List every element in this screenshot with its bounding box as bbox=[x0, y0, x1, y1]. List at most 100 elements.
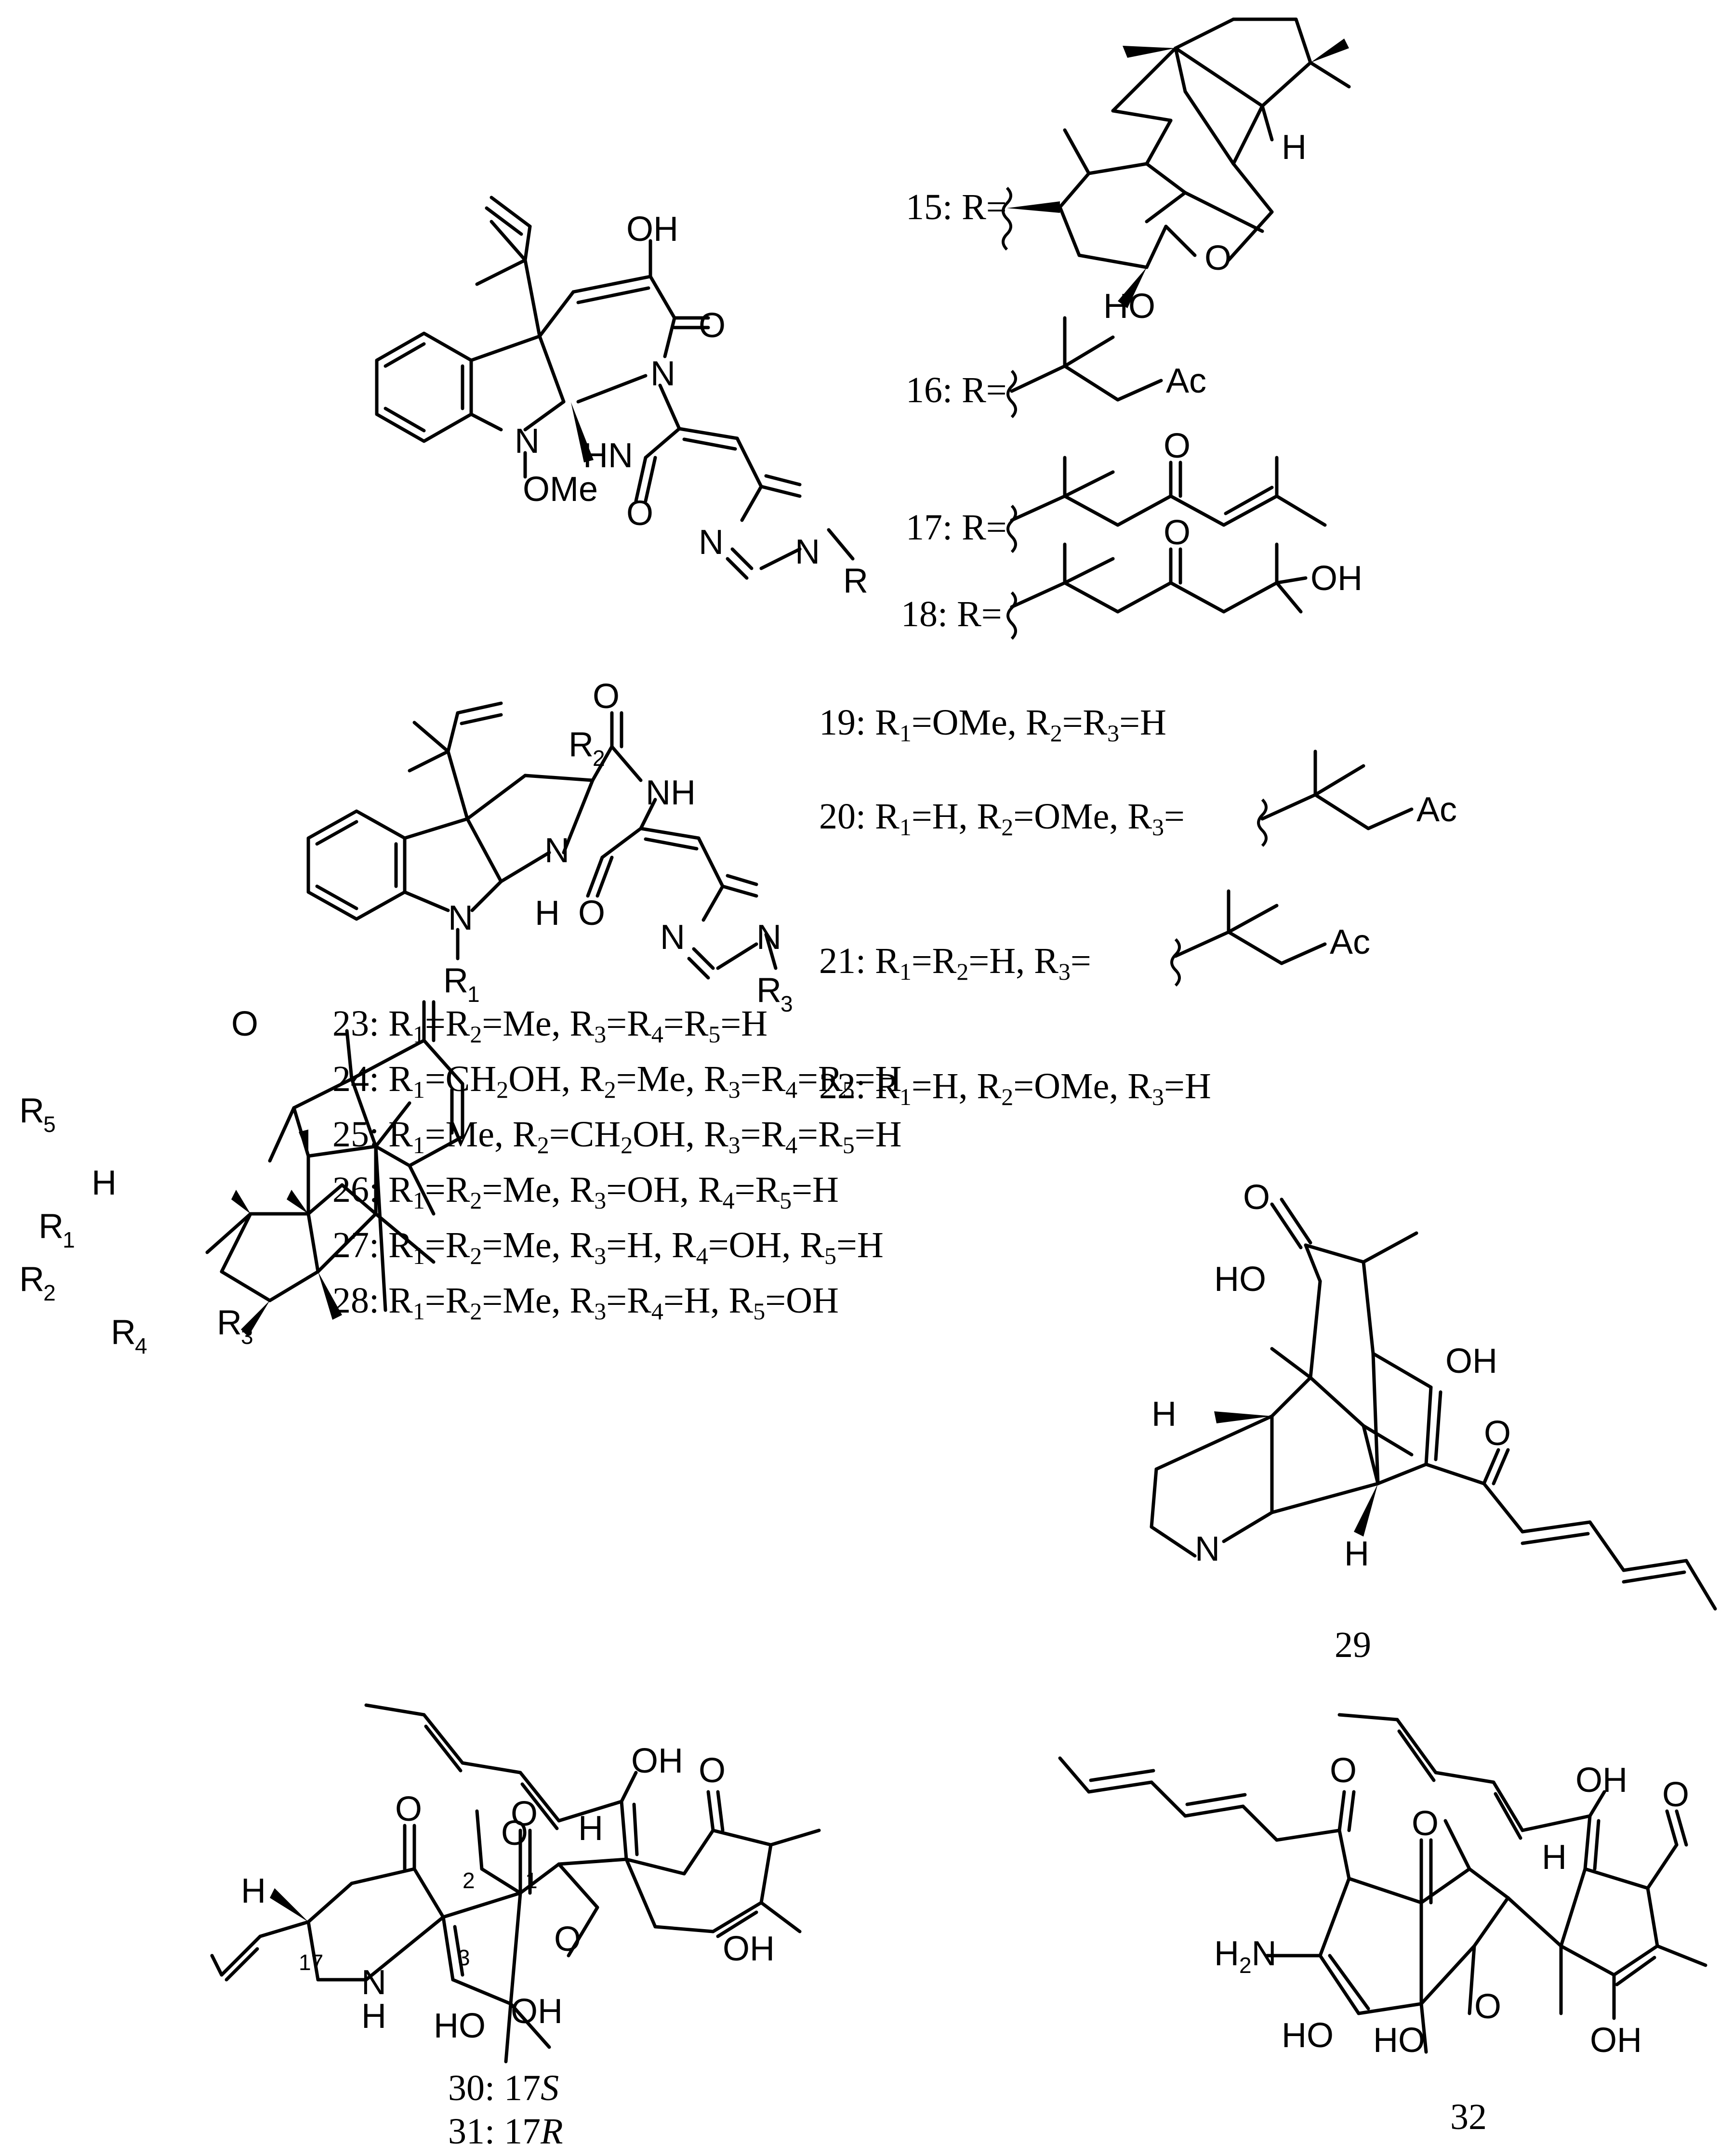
atom-17-o: O bbox=[1164, 427, 1191, 465]
atom-30-o2: O bbox=[395, 1790, 422, 1828]
atom-29-h1: H bbox=[1151, 1395, 1177, 1433]
atom-n2-19: N bbox=[448, 899, 473, 937]
atom-r2: R bbox=[569, 725, 594, 764]
atom-32-ho2: HO bbox=[1373, 2021, 1425, 2060]
compound-23-28-core: O R 5 H R 1 R 2 R 4 R 3 bbox=[19, 1000, 464, 1358]
atom-23-r1-sub: 1 bbox=[63, 1227, 75, 1252]
atom-32-o1: O bbox=[1662, 1775, 1689, 1814]
atom-30-oh2: OH bbox=[723, 1930, 775, 1968]
atom-29-o1: O bbox=[1243, 1178, 1270, 1217]
atom-32-h: H bbox=[1542, 1838, 1567, 1877]
atom-30-o4: O bbox=[501, 1814, 528, 1853]
atom-r1-sub: 1 bbox=[467, 982, 480, 1007]
atom-n-im1: N bbox=[699, 523, 724, 562]
atom-23-r1: R bbox=[39, 1207, 64, 1246]
label-18: 18: R= bbox=[901, 594, 1002, 634]
atom-r1-19: R bbox=[443, 961, 468, 1000]
atom-32-o3: O bbox=[1412, 1804, 1439, 1843]
atom-30-ho: HO bbox=[434, 2007, 486, 2045]
compound-30-31: OH O O O H H N H O OH HO OH O 2 1 3 17 3… bbox=[210, 1703, 821, 2152]
atom-32-ho1: HO bbox=[1282, 2016, 1334, 2055]
atom-r: R bbox=[843, 562, 868, 600]
atom-30-c2: 2 bbox=[463, 1868, 475, 1893]
atom-32-o4: O bbox=[1474, 1987, 1501, 2026]
label-15: 15: R= bbox=[906, 187, 1007, 227]
atom-30-oh3: OH bbox=[511, 1992, 563, 2031]
caption-26: 26: R1=R2=Me, R3=OH, R4=R5=H bbox=[332, 1170, 839, 1214]
atom-n1: N bbox=[650, 355, 675, 393]
atom-23-r5: R bbox=[19, 1091, 44, 1130]
label-17: 17: R= bbox=[906, 507, 1007, 548]
atom-30-c1: 1 bbox=[525, 1868, 538, 1893]
compound-29: O HO OH H O N H 29 bbox=[1150, 1178, 1717, 1665]
atom-n1-19: N bbox=[544, 831, 569, 870]
atom-30-n: N bbox=[361, 1963, 386, 2002]
atom-30-h1: H bbox=[578, 1809, 603, 1848]
atom-32-oh2: OH bbox=[1590, 2021, 1642, 2060]
compound-15-18-core: OH O N N OMe HN O N N R bbox=[375, 196, 868, 600]
atom-r3-sub: 3 bbox=[781, 991, 793, 1016]
label-29: 29 bbox=[1335, 1625, 1371, 1665]
atom-23-r3-sub: 3 bbox=[241, 1324, 253, 1349]
atom-r2-sub: 2 bbox=[593, 746, 605, 771]
caption-22: 22: R1=H, R2=OMe, R3=H bbox=[819, 1066, 1211, 1110]
label-31: 31: 17R bbox=[448, 2111, 563, 2152]
compound-32: OH O O O H H2N HO HO O OH 32 bbox=[1058, 1713, 1707, 2137]
label-30: 30: 17S bbox=[448, 2068, 559, 2108]
caption-20: 20: R1=H, R2=OMe, R3= bbox=[819, 796, 1185, 841]
atom-29-n: N bbox=[1195, 1530, 1220, 1568]
atom-n-im1-19: N bbox=[660, 918, 685, 957]
atom-o1-19: O bbox=[593, 677, 620, 716]
atom-23-r4-sub: 4 bbox=[135, 1333, 147, 1358]
series-15-18-substituents: 15: R= 16: R= 17: R= 18: R= bbox=[901, 17, 1363, 640]
atom-n-im2: N bbox=[795, 533, 820, 571]
atom-23-o: O bbox=[231, 1005, 258, 1043]
atom-23-r2-sub: 2 bbox=[43, 1280, 56, 1305]
atom-o2: O bbox=[626, 494, 653, 533]
atom-30-oh1: OH bbox=[631, 1742, 683, 1780]
caption-25: 25: R1=Me, R2=CH2OH, R3=R4=R5=H bbox=[332, 1114, 901, 1158]
atom-nh-19: NH bbox=[646, 774, 696, 812]
atom-oh: OH bbox=[626, 210, 678, 249]
atom-29-o2: O bbox=[1484, 1414, 1511, 1453]
caption-28: 28: R1=R2=Me, R3=R4=H, R5=OH bbox=[332, 1280, 839, 1325]
compound-19-22-core: R 2 O NH N N H O R 1 N N R 3 bbox=[306, 677, 793, 1016]
atom-15-ho: HO bbox=[1103, 287, 1155, 326]
atom-n-im2-19: N bbox=[756, 918, 781, 957]
atom-r3-19: R bbox=[756, 971, 781, 1010]
atom-30-o3: O bbox=[511, 1795, 538, 1833]
caption-21: 21: R1=R2=H, R3= bbox=[819, 941, 1091, 985]
atom-32-o2: O bbox=[1330, 1751, 1357, 1790]
atom-15-o: O bbox=[1204, 239, 1231, 277]
label-32: 32 bbox=[1450, 2097, 1487, 2137]
label-16: 16: R= bbox=[906, 370, 1007, 410]
atom-29-h2: H bbox=[1344, 1535, 1369, 1573]
atom-15-h: H bbox=[1282, 128, 1307, 167]
atom-30-c17: 17 bbox=[299, 1950, 323, 1975]
atom-20-ac: Ac bbox=[1416, 790, 1457, 829]
atom-o2-19: O bbox=[578, 894, 605, 933]
atom-30-c3: 3 bbox=[458, 1945, 470, 1970]
atom-ome: OMe bbox=[523, 470, 598, 509]
atom-h-19: H bbox=[535, 894, 560, 933]
series-23-28-captions: 23: R1=R2=Me, R3=R4=R5=H 24: R1=CH2OH, R… bbox=[332, 1003, 901, 1325]
atom-32-oh1: OH bbox=[1575, 1761, 1627, 1800]
atom-23-r2: R bbox=[19, 1260, 44, 1299]
atom-18-oh: OH bbox=[1310, 559, 1363, 598]
atom-30-o1: O bbox=[699, 1751, 726, 1790]
caption-23: 23: R1=R2=Me, R3=R4=R5=H bbox=[332, 1003, 767, 1048]
atom-32-h2n: H2N bbox=[1214, 1934, 1277, 1978]
atom-21-ac: Ac bbox=[1330, 923, 1370, 961]
caption-27: 27: R1=R2=Me, R3=H, R4=OH, R5=H bbox=[332, 1225, 884, 1269]
caption-24: 24: R1=CH2OH, R2=Me, R3=R4=R5=H bbox=[332, 1059, 901, 1103]
atom-30-h2: H bbox=[241, 1872, 266, 1910]
atom-23-r4: R bbox=[111, 1313, 136, 1352]
atom-29-ho: HO bbox=[1214, 1260, 1266, 1299]
atom-n-ome: N bbox=[515, 422, 540, 460]
series-19-22-captions: 19: R1=OMe, R2=R3=H 20: R1=H, R2=OMe, R3… bbox=[819, 702, 1457, 1110]
atom-18-o: O bbox=[1164, 513, 1191, 552]
atom-30-h3: H bbox=[361, 1997, 386, 2036]
caption-19: 19: R1=OMe, R2=R3=H bbox=[819, 702, 1166, 747]
